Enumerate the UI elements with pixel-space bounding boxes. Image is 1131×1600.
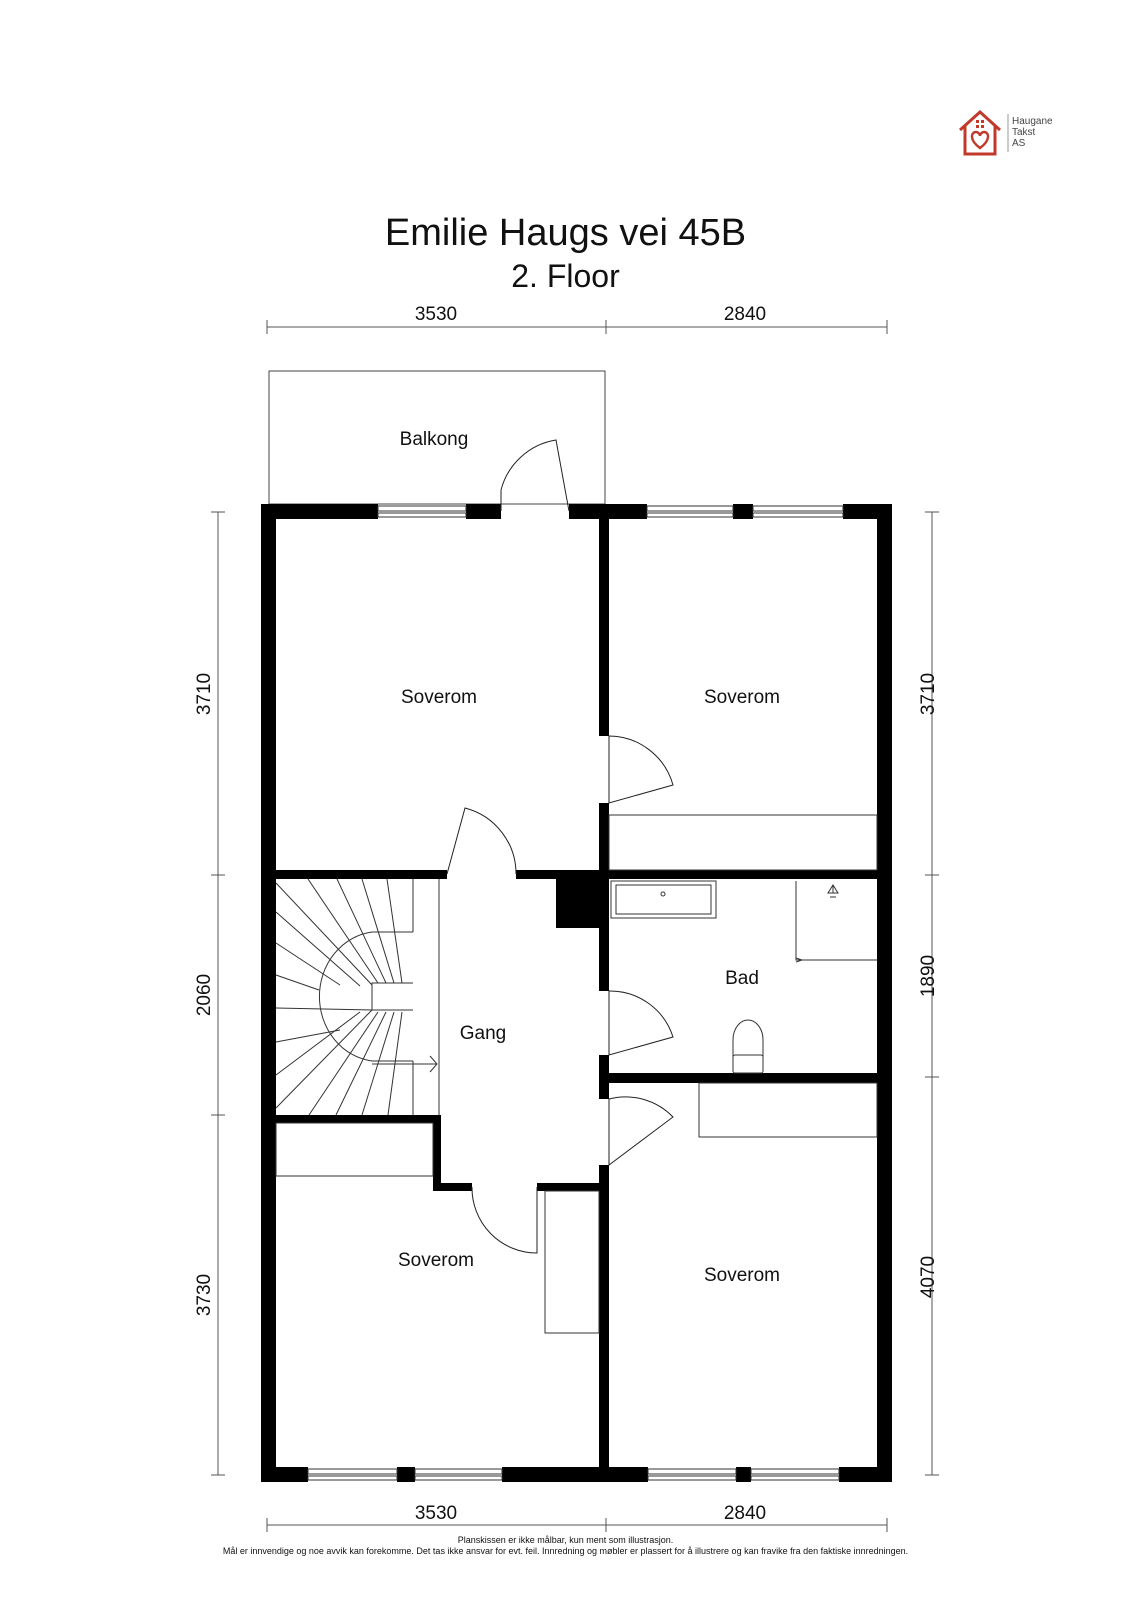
door-balcony <box>500 439 570 512</box>
disclaimer-line-1: Planskissen er ikke målbar, kun ment som… <box>457 1535 674 1545</box>
room-balkong: Balkong <box>400 429 469 450</box>
disclaimer-line-2: Mål er innvendige og noe avvik kan forek… <box>222 1546 909 1556</box>
dim-left-top: 3710 <box>194 673 215 715</box>
dim-bottom-right: 2840 <box>724 1503 766 1524</box>
logo-line-2: Takst <box>1012 127 1036 138</box>
dim-right-top: 3710 <box>918 673 939 715</box>
balcony-outline <box>268 370 606 505</box>
wardrobe-bc <box>544 1190 600 1334</box>
dimension-lines <box>211 320 939 1532</box>
shower-head-icon <box>827 884 839 898</box>
toilet-tank <box>732 1054 764 1074</box>
wardrobe-bl <box>275 1122 434 1177</box>
windows <box>307 505 844 1481</box>
dim-left-mid: 2060 <box>194 974 215 1016</box>
door-soverom-br <box>608 1096 674 1166</box>
door-soverom-bl <box>471 1186 538 1254</box>
dim-right-mid: 1890 <box>918 955 939 997</box>
wardrobe-br <box>698 1082 878 1138</box>
page-title: Emilie Haugs vei 45B <box>384 212 747 254</box>
room-soverom-br: Soverom <box>704 1265 780 1286</box>
door-soverom-tr <box>608 735 674 804</box>
room-soverom-tl: Soverom <box>401 687 477 708</box>
doors <box>446 439 674 1254</box>
logo-line-3: AS <box>1012 138 1026 149</box>
house-heart-icon <box>958 109 1002 156</box>
toilet-bowl <box>732 1019 764 1057</box>
dim-top-left: 3530 <box>415 304 457 325</box>
staircase <box>275 878 440 1116</box>
dim-top-right: 2840 <box>724 304 766 325</box>
door-soverom-tl <box>446 807 517 875</box>
fixtures <box>275 814 878 1334</box>
logo-line-1: Haugane <box>1012 116 1053 127</box>
shower-area <box>795 881 877 961</box>
room-labels: Balkong Soverom Soverom Gang Bad Soverom… <box>398 429 780 1286</box>
wardrobe-tr <box>608 814 878 871</box>
room-bad: Bad <box>725 968 759 989</box>
walls <box>261 504 892 1482</box>
room-soverom-bl: Soverom <box>398 1250 474 1271</box>
dim-right-bottom: 4070 <box>918 1256 939 1298</box>
room-gang: Gang <box>460 1023 506 1044</box>
dim-bottom-left: 3530 <box>415 1503 457 1524</box>
floor-subtitle: 2. Floor <box>511 258 620 294</box>
bathtub <box>610 880 717 919</box>
dim-left-bottom: 3730 <box>194 1274 215 1316</box>
company-logo <box>958 109 1009 156</box>
dimension-labels: 3530 2840 3530 2840 3710 2060 3730 3710 … <box>194 304 939 1524</box>
logo-text: Haugane Takst AS <box>1012 116 1053 149</box>
door-bad <box>608 990 674 1056</box>
room-soverom-tr: Soverom <box>704 687 780 708</box>
